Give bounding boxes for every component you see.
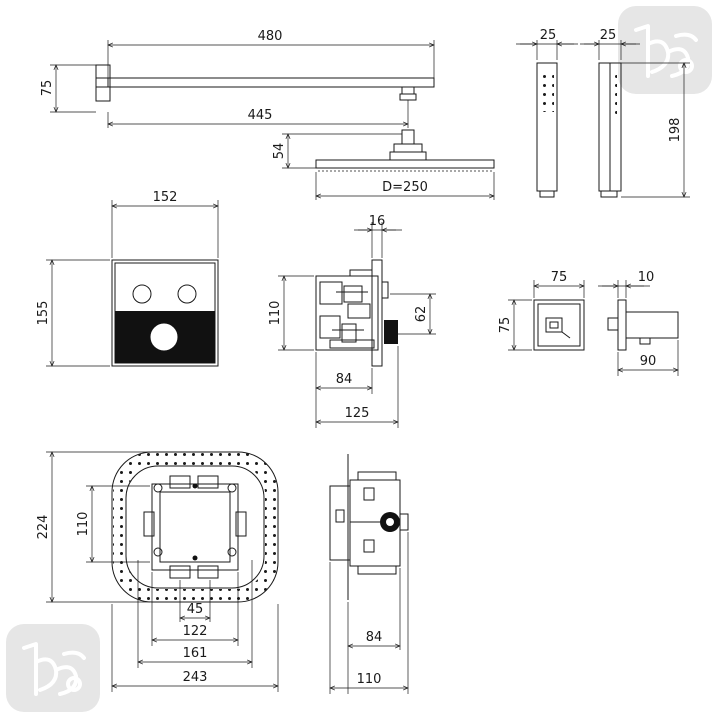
dim-hand-width-side: 25	[600, 28, 617, 43]
shower-head-view: 54 D=250	[272, 129, 494, 200]
dim-valve-total-depth: 125	[345, 406, 370, 421]
wall-outlet-side-view: 10 90	[598, 270, 678, 376]
mounting-box-side-view: 84 110	[330, 454, 408, 694]
bb-logo-watermark-bottom	[6, 624, 100, 712]
dim-outlet-plate: 10	[638, 270, 655, 285]
dim-box-side-depth: 84	[366, 630, 383, 645]
dim-box-width: 243	[183, 670, 208, 685]
valve-side-view: 16 110 62 84 125	[268, 214, 436, 428]
dim-box-height: 224	[36, 515, 51, 540]
dim-hand-width-front: 25	[540, 28, 557, 43]
dim-head-drop: 54	[272, 143, 287, 160]
shower-arm-view: 480 75 445	[40, 29, 434, 128]
dim-valve-outlet-height: 62	[414, 306, 429, 323]
wall-outlet-front-view: 75 75	[498, 270, 584, 350]
dim-box-side-total: 110	[357, 672, 382, 687]
dim-panel-width: 152	[153, 190, 178, 205]
dim-valve-height: 110	[268, 301, 283, 326]
dim-valve-body-depth: 84	[336, 372, 353, 387]
bb-logo-watermark-top	[618, 6, 712, 94]
dim-box-inner-height: 110	[76, 512, 91, 537]
dim-arm-length: 480	[258, 29, 283, 44]
dim-arm-reach: 445	[248, 108, 273, 123]
dim-outlet-depth: 90	[640, 354, 657, 369]
mounting-box-front-view: 224 110 45 122 161 243	[36, 451, 279, 692]
dim-arm-height: 75	[40, 80, 55, 97]
perforation-ring	[113, 451, 279, 603]
dim-box-span-a: 122	[183, 624, 208, 639]
dim-outlet-height: 75	[498, 317, 513, 334]
dim-box-hole-spacing: 45	[187, 602, 204, 617]
dim-valve-protrusion: 16	[369, 214, 386, 229]
dim-head-diameter: D=250	[382, 180, 428, 195]
hand-shower-side-view: 25 198	[580, 28, 690, 197]
bb-logo-icon	[22, 642, 86, 696]
dim-hand-length: 198	[668, 118, 683, 143]
dim-outlet-width: 75	[551, 270, 568, 285]
control-panel-front-view: 152 155	[36, 190, 218, 366]
dim-box-span-b: 161	[183, 646, 208, 661]
hand-shower-front-view: 25	[516, 28, 578, 198]
dim-panel-height: 155	[36, 301, 51, 326]
